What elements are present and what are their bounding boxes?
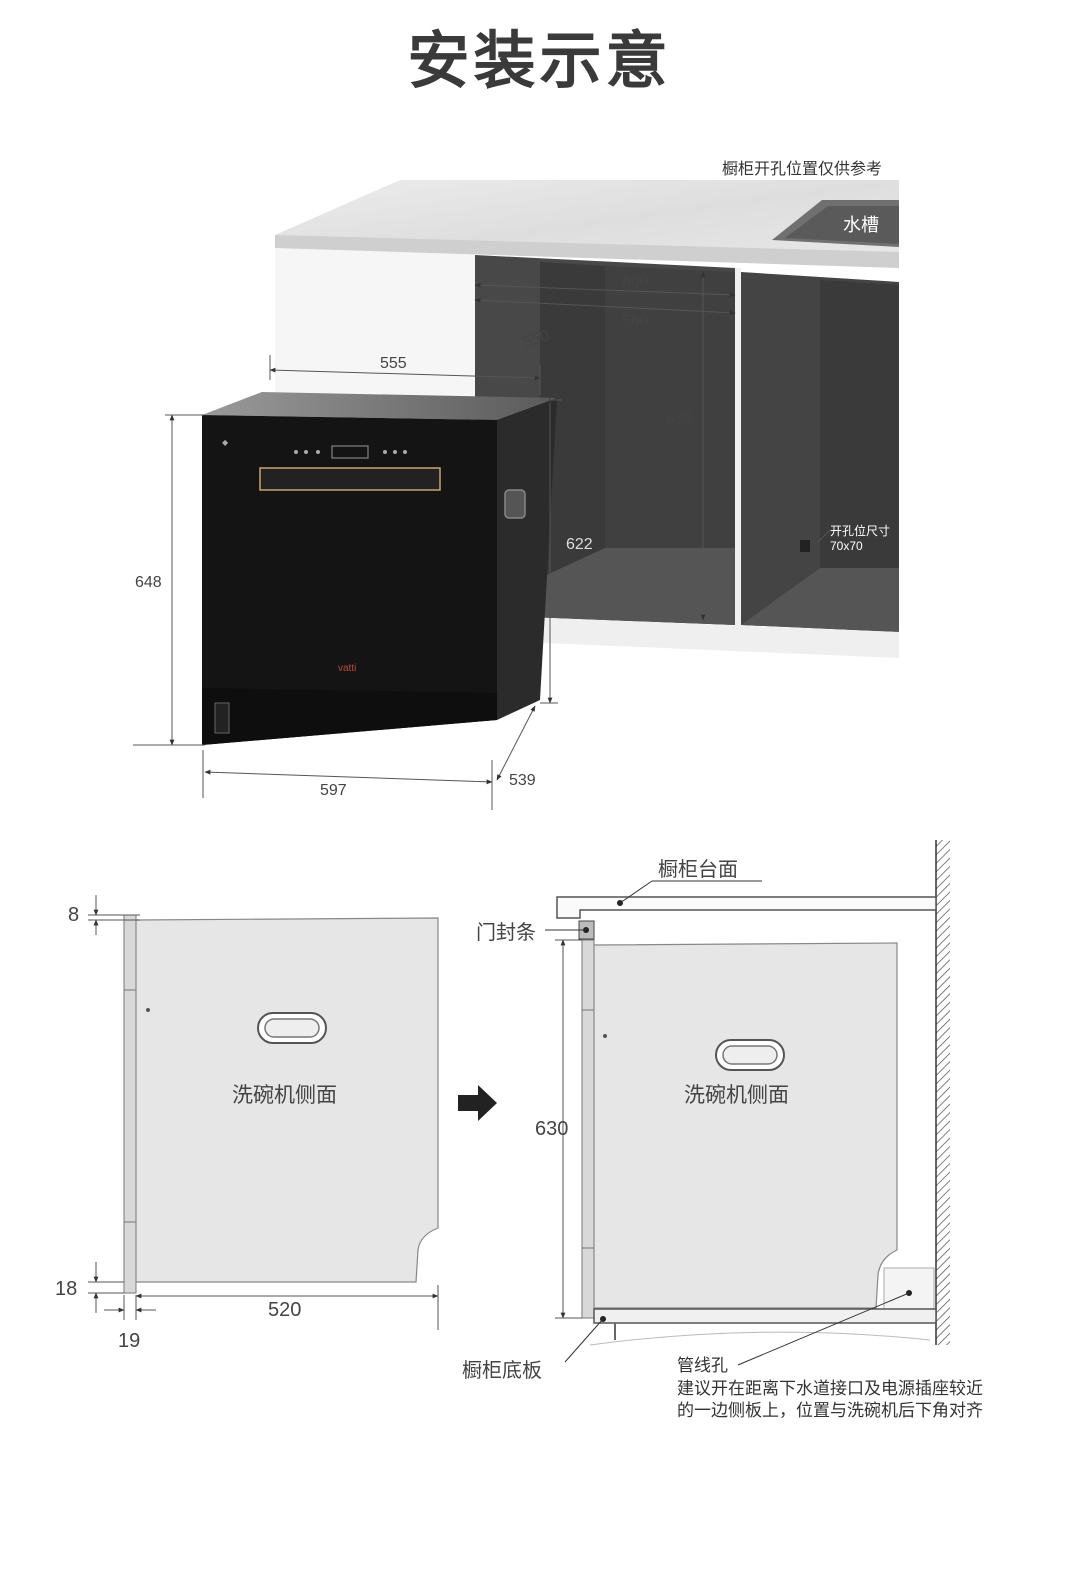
pipe-hole-label: 管线孔 [677,1356,728,1376]
hole-size-value: 70x70 [830,539,863,553]
dim-555: 555 [380,355,407,372]
dishwasher-door [202,415,497,745]
dim-520: 520 [268,1299,301,1321]
left-dimension-lines [88,895,439,1330]
page-title: 安装示意 [407,24,672,97]
pipe-hole [800,540,810,552]
top-dimension-labels: 600 560 550 555 630 622 648 597 539 [135,273,693,799]
dim-630-installed: 630 [535,1118,568,1140]
side-view-installed: 洗碗机侧面 [556,840,950,1346]
dim-622: 622 [566,536,593,553]
brand-logo: vatti [338,663,356,674]
base-board-label: 橱柜底板 [462,1358,542,1382]
base-board [593,1308,937,1324]
dim-648: 648 [135,574,162,591]
kick-vent [214,702,230,734]
dim-539: 539 [509,772,536,789]
door-seal-label: 门封条 [476,920,536,944]
control-panel [294,445,407,459]
side-view-left: 洗碗机侧面 [123,914,439,1294]
wall-hatch [936,840,950,1345]
arrow-right-icon [458,1085,497,1121]
reference-note: 橱柜开孔位置仅供参考 [722,159,882,178]
pipe-hole-region [883,1267,935,1311]
dim-18: 18 [55,1278,77,1300]
dim-19: 19 [118,1330,140,1352]
kick-plate [202,688,497,745]
dim-560: 560 [622,313,649,330]
dishwasher-top [202,392,557,420]
side-handle-icon [504,489,526,519]
left-dimension-labels: 8 18 19 520 [55,904,301,1352]
sink-label: 水槽 [843,215,879,236]
dim-600: 600 [622,273,649,290]
countertop-label: 橱柜台面 [658,857,738,881]
dim-630: 630 [666,410,693,427]
door-panel-right [581,939,595,1319]
dishwasher-side-panel-right [593,942,898,1309]
top-dimension-lines [133,271,831,810]
countertop-section [556,896,937,919]
dim-597: 597 [320,782,347,799]
side-label-left: 洗碗机侧面 [232,1083,337,1107]
pipe-hole-note-line2: 的一边侧板上，位置与洗碗机后下角对齐 [677,1401,983,1421]
door-handle [259,467,441,491]
side-label-right: 洗碗机侧面 [684,1083,789,1107]
right-dimension-lines [555,939,582,1319]
pipe-hole-note-line1: 建议开在距离下水道接口及电源插座较近 [677,1379,983,1399]
logo-mark-icon: ◆ [222,438,229,447]
door-panel-left [123,914,137,1294]
dishwasher-side-panel-left [135,917,439,1283]
hole-size-label: 开孔位尺寸 [830,523,890,538]
dishwasher: ◆ vatti [202,392,557,745]
leader-lines [545,880,910,1366]
dim-8: 8 [68,904,79,926]
dishwasher-side [497,398,557,720]
